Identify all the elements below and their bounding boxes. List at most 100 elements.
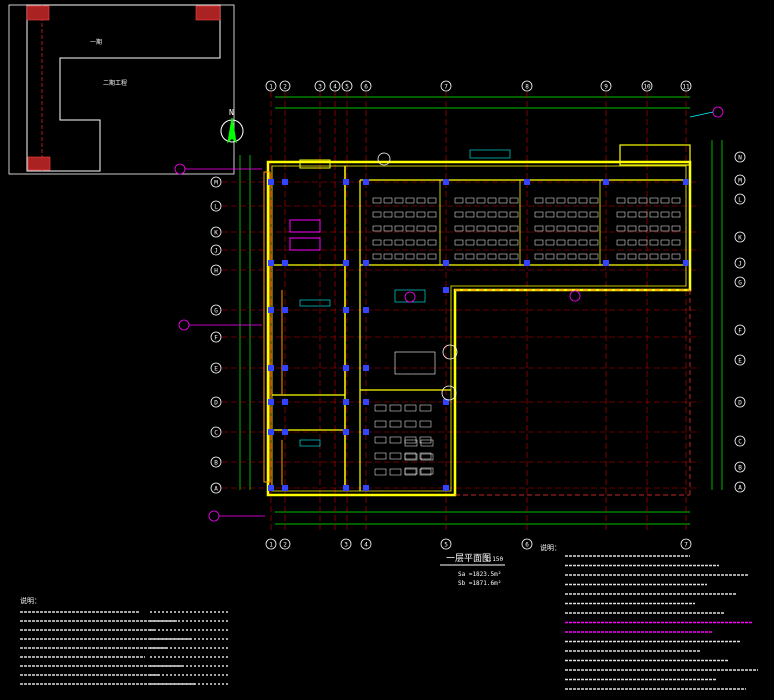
desk — [616, 239, 626, 246]
column — [363, 179, 369, 185]
grid-bubble-icon: 5 — [440, 538, 452, 550]
desk — [649, 197, 659, 204]
desk — [534, 225, 544, 232]
grid-label-top: 6 — [364, 84, 368, 91]
grid-bubble-icon: A — [210, 482, 222, 494]
grid-label-top: 10 — [643, 84, 651, 91]
desk — [498, 253, 508, 260]
desk — [638, 225, 648, 232]
grid-bubble-icon: L — [734, 193, 746, 205]
grid-label-right: M — [738, 178, 742, 185]
desk — [660, 253, 670, 260]
desk — [419, 420, 432, 428]
desk — [534, 197, 544, 204]
desk — [487, 211, 497, 218]
desk — [578, 197, 588, 204]
grid-label-right: G — [738, 280, 742, 287]
desk — [389, 436, 402, 444]
keyplan-label-top: 一期 — [90, 38, 102, 46]
desk — [545, 225, 555, 232]
column — [683, 260, 689, 266]
desk — [394, 197, 404, 204]
desk — [372, 197, 382, 204]
grid-label-bottom: 6 — [525, 542, 529, 549]
desk — [556, 211, 566, 218]
desk — [545, 211, 555, 218]
grid-label-left: H — [214, 268, 218, 275]
grid-label-right: N — [738, 155, 742, 162]
desk — [454, 225, 464, 232]
plan-title-block: 一层平面图 1:150 Sa =1823.5m² Sb =1871.6m² — [440, 553, 505, 587]
desk — [405, 239, 415, 246]
general-notes-right: 说明： — [540, 543, 758, 690]
column — [282, 399, 288, 405]
desk — [509, 197, 519, 204]
grid-bubble-icon: A — [734, 481, 746, 493]
desk — [589, 211, 599, 218]
column — [343, 260, 349, 266]
desk — [671, 197, 681, 204]
key-plan: 一期 二期工程 — [8, 4, 235, 175]
desk — [487, 253, 497, 260]
desk — [405, 211, 415, 218]
grid-bubble-icon: 3 — [314, 80, 326, 92]
column — [343, 429, 349, 435]
desk — [416, 239, 426, 246]
desk — [498, 211, 508, 218]
notes-left-title: 说明： — [20, 596, 41, 605]
desk — [465, 239, 475, 246]
desk — [476, 253, 486, 260]
desk — [627, 211, 637, 218]
desk — [372, 239, 382, 246]
desk — [616, 211, 626, 218]
grid-bubble-icon: 2 — [279, 538, 291, 550]
desk — [420, 439, 434, 447]
grid-bubble-icon: J — [210, 244, 222, 256]
grid-label-right: B — [738, 465, 742, 472]
column — [363, 485, 369, 491]
grid-bubble-icon: 3 — [340, 538, 352, 550]
building-walls — [266, 144, 692, 497]
grid-bubble-icon: K — [734, 231, 746, 243]
grid-label-left: B — [214, 460, 218, 467]
desk — [556, 197, 566, 204]
desk — [404, 404, 417, 412]
grid-label-bottom: 1 — [269, 542, 273, 549]
desk — [454, 253, 464, 260]
grid-bubble-icon: C — [210, 426, 222, 438]
grid-bubble-icon: D — [210, 396, 222, 408]
desk — [405, 197, 415, 204]
inner-partitions — [263, 171, 283, 485]
grid-label-left: K — [214, 230, 218, 237]
desk — [545, 253, 555, 260]
desk — [394, 239, 404, 246]
grid-bubble-icon: D — [734, 396, 746, 408]
keyplan-label-mid: 二期工程 — [103, 79, 127, 87]
desk — [416, 253, 426, 260]
column — [282, 365, 288, 371]
column — [268, 429, 274, 435]
area-line-1: Sa =1823.5m² — [458, 571, 501, 578]
grid-label-top: 4 — [333, 84, 337, 91]
grid-bubble-icon: 11 — [680, 80, 692, 92]
desk — [567, 197, 577, 204]
column — [268, 485, 274, 491]
desk — [638, 253, 648, 260]
desk — [567, 239, 577, 246]
grid-bubble-icon: K — [210, 226, 222, 238]
grid-bubble-icon: G — [734, 276, 746, 288]
column — [443, 485, 449, 491]
desk — [419, 452, 432, 460]
desk — [671, 239, 681, 246]
grid-label-left: J — [214, 248, 218, 255]
grid-bubble-icon: E — [210, 362, 222, 374]
grid-label-top: 5 — [345, 84, 349, 91]
grid-label-left: F — [214, 335, 218, 342]
desk — [394, 211, 404, 218]
grid-label-top: 9 — [604, 84, 608, 91]
desk — [649, 239, 659, 246]
grid-lines — [222, 92, 700, 530]
grid-label-bottom: 5 — [444, 542, 448, 549]
desk — [374, 452, 387, 460]
